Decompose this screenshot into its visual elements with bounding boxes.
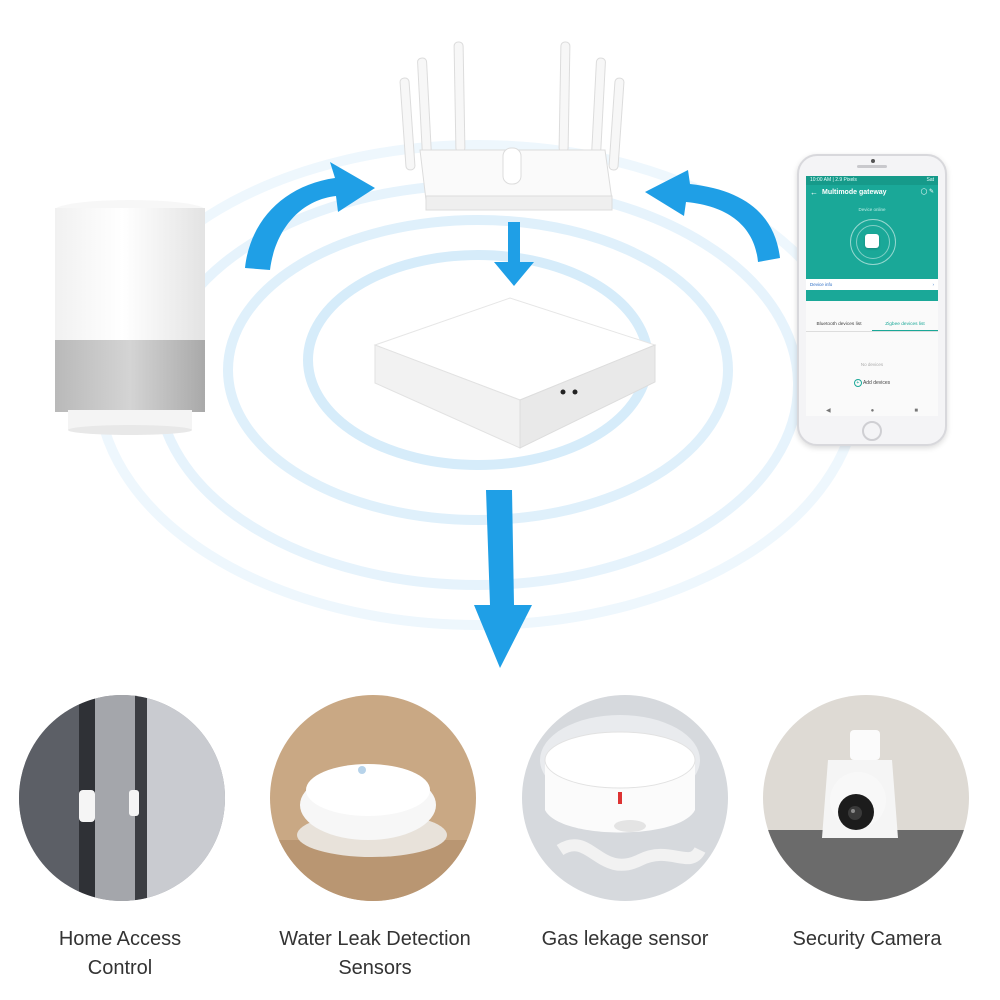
tab-zigbee[interactable]: Zigbee devices list <box>872 319 938 331</box>
label-line: Gas lekage sensor <box>541 928 709 950</box>
app-header: ← Multimode gateway ◯ ✎ Device online De… <box>806 185 938 301</box>
smoke-detector-icon <box>522 695 728 901</box>
home-button-icon[interactable] <box>862 421 882 441</box>
arrow-speaker-router <box>245 162 375 270</box>
device-info-row[interactable]: Device info › <box>806 279 938 290</box>
add-devices-label: Add devices <box>862 380 891 386</box>
edit-icon[interactable]: ◯ ✎ <box>920 189 934 195</box>
gateway-thumbnail-icon <box>865 234 879 248</box>
arrow-phone-router <box>645 170 780 262</box>
security-camera-icon <box>763 695 969 901</box>
nav-recents-icon[interactable]: ■ <box>914 408 918 414</box>
wifi-router-icon <box>399 41 625 211</box>
nav-back-icon[interactable]: ◀ <box>826 408 831 414</box>
app-screen: 10:00 AM | 2.9 Pixels Sat ← Multimode ga… <box>806 176 938 416</box>
signal-ring-inner <box>856 225 890 259</box>
earpiece-icon <box>857 165 887 168</box>
connection-arrows <box>245 162 780 668</box>
device-label-home-access: Home Access Control <box>0 925 240 983</box>
tab-bluetooth[interactable]: Bluetooth devices list <box>816 322 862 327</box>
back-arrow-icon[interactable]: ← <box>810 188 818 197</box>
plus-icon: + <box>853 379 862 387</box>
label-line: Home Access <box>58 928 182 950</box>
arrow-hub-sensors <box>474 490 532 668</box>
status-icons: Sat <box>926 177 934 183</box>
smart-speaker-icon <box>55 200 205 435</box>
arrow-router-hub <box>494 222 534 286</box>
smartphone-app: 10:00 AM | 2.9 Pixels Sat ← Multimode ga… <box>797 154 947 446</box>
chevron-right-icon: › <box>932 282 935 287</box>
status-bar: 10:00 AM | 2.9 Pixels Sat <box>806 176 938 185</box>
door-sensor-icon <box>19 695 225 901</box>
front-camera-icon <box>871 159 875 163</box>
android-nav-bar: ◀ ● ■ <box>806 406 938 416</box>
label-line: Security Camera <box>792 928 942 950</box>
device-status: Device online <box>858 207 886 212</box>
water-leak-sensor-icon <box>270 695 476 901</box>
device-tabs: Bluetooth devices list Zigbee devices li… <box>806 319 938 332</box>
empty-state: No devices <box>860 362 884 367</box>
add-devices-button[interactable]: + Add devices <box>806 379 938 387</box>
device-label-water-leak: Water Leak Detection Sensors <box>255 925 495 983</box>
zigbee-hub-icon <box>373 297 657 449</box>
device-label-gas-leakage: Gas lekage sensor <box>505 925 745 954</box>
device-label-security-camera: Security Camera <box>747 925 987 954</box>
label-line: Control <box>87 957 153 979</box>
label-line: Water Leak Detection <box>279 928 471 950</box>
device-info-label: Device info <box>810 282 833 287</box>
status-time: 10:00 AM | 2.9 Pixels <box>810 177 857 183</box>
nav-home-icon[interactable]: ● <box>870 408 875 414</box>
signal-ring-outer <box>850 219 896 265</box>
app-title: Multimode gateway <box>822 189 887 196</box>
label-line: Sensors <box>338 957 412 979</box>
